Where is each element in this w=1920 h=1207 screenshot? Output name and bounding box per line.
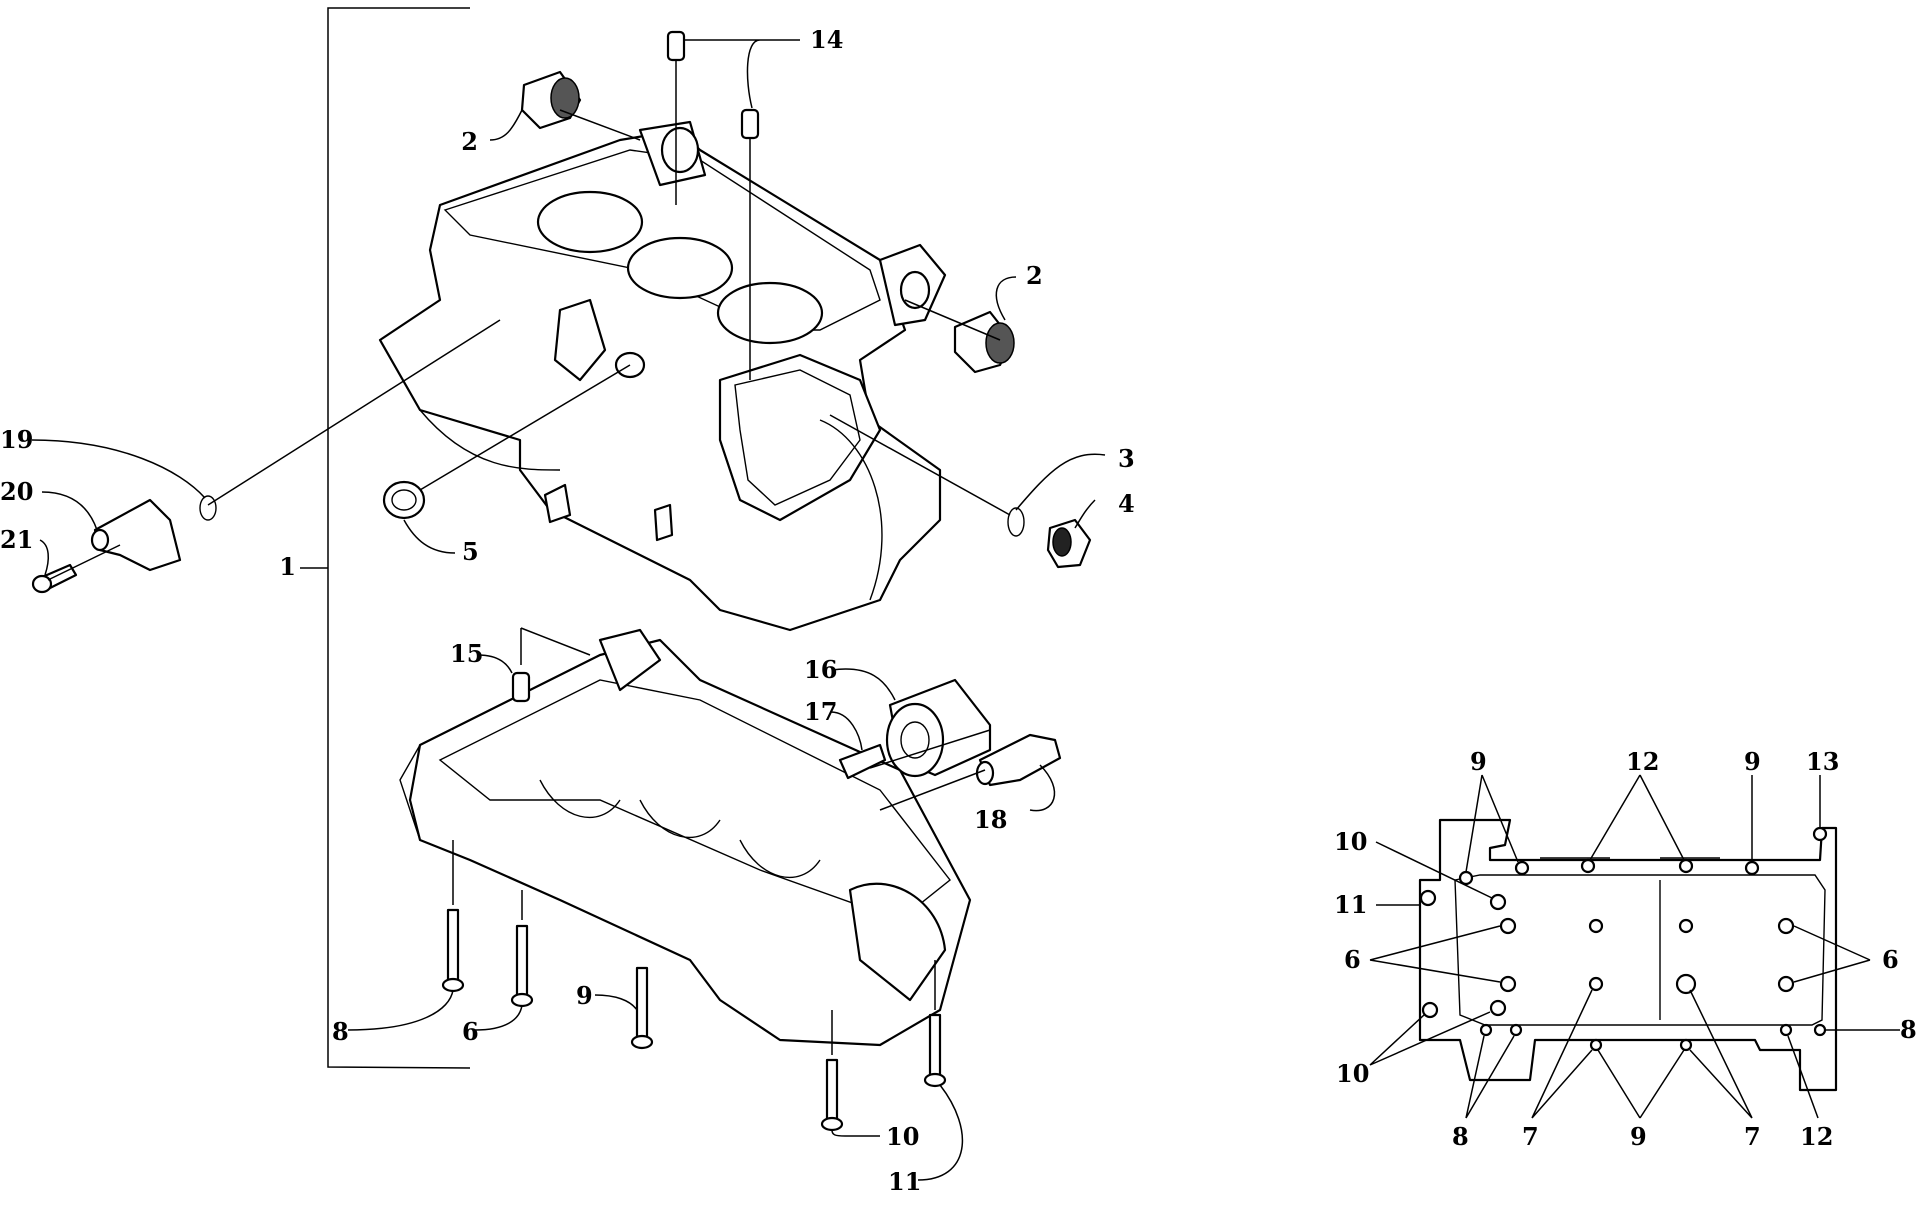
callout-10: 10 (886, 1122, 919, 1151)
bolt-map-10b: 10 (1336, 1059, 1369, 1088)
fitting-20 (90, 498, 182, 572)
bolt-map-12b: 12 (1800, 1122, 1833, 1151)
callout-19: 19 (0, 425, 33, 454)
leader-lines (47, 60, 1011, 1055)
bolt-map-6a: 6 (1344, 945, 1361, 974)
callout-9: 9 (576, 981, 593, 1010)
callout-numbers: 1 2 2 3 4 5 14 19 20 21 15 16 17 18 8 6 … (0, 25, 1135, 1196)
upper-crankcase (378, 120, 947, 632)
o-ring-19 (199, 495, 217, 521)
bolt-6 (510, 924, 534, 1008)
bolt-11 (923, 1013, 947, 1088)
dowel-pin-14a (666, 30, 686, 62)
callout-5: 5 (462, 537, 479, 566)
bolt-10 (820, 1058, 844, 1132)
bolt-map-9a: 9 (1470, 747, 1487, 776)
bolt-map: 9 12 9 13 10 11 6 6 8 10 8 7 9 7 12 (1334, 747, 1917, 1151)
bolt-map-10a: 10 (1334, 827, 1367, 856)
callout-14: 14 (810, 25, 843, 54)
bolt-map-9b: 9 (1744, 747, 1761, 776)
callout-2a: 2 (461, 127, 478, 156)
callout-8: 8 (332, 1017, 349, 1046)
bolt-map-7a: 7 (1522, 1122, 1539, 1151)
plug-5 (382, 480, 426, 520)
dowel-pin-14b (740, 108, 760, 140)
oil-filter-16 (885, 678, 992, 778)
callout-11: 11 (888, 1167, 921, 1196)
callout-6: 6 (462, 1017, 479, 1046)
bolt-map-8b: 8 (1452, 1122, 1469, 1151)
callout-20: 20 (0, 477, 33, 506)
bolt-map-13: 13 (1806, 747, 1839, 776)
dowel-pin-15 (511, 671, 531, 703)
callout-4: 4 (1118, 489, 1135, 518)
bolt-map-9c: 9 (1630, 1122, 1647, 1151)
callout-18: 18 (974, 805, 1007, 834)
callout-2b: 2 (1026, 261, 1043, 290)
bolt-8 (441, 908, 465, 993)
bolt-map-6b: 6 (1882, 945, 1899, 974)
callout-16: 16 (804, 655, 837, 684)
o-ring-3 (1007, 507, 1025, 537)
callout-3: 3 (1118, 444, 1135, 473)
bolt-map-leaders (1369, 774, 1900, 1119)
bolt-map-8a: 8 (1900, 1015, 1917, 1044)
bolt-map-12a: 12 (1626, 747, 1659, 776)
lower-crankcase (399, 628, 972, 1047)
callout-leaders (31, 39, 1106, 1181)
engine-mount-upper (520, 70, 582, 130)
sensor-18 (975, 733, 1062, 787)
callout-15: 15 (450, 639, 483, 668)
bolt-map-11: 11 (1334, 890, 1367, 919)
cap-4 (1046, 518, 1092, 569)
bolt-map-holes (1419, 826, 1828, 1052)
engine-mount-right (953, 310, 1015, 374)
bolt-map-7b: 7 (1744, 1122, 1761, 1151)
nipple-17 (838, 743, 887, 780)
callout-17: 17 (804, 697, 837, 726)
callout-21: 21 (0, 525, 33, 554)
bolt-9 (630, 966, 654, 1050)
callout-1: 1 (279, 552, 296, 581)
assembly-bracket (300, 7, 471, 1069)
